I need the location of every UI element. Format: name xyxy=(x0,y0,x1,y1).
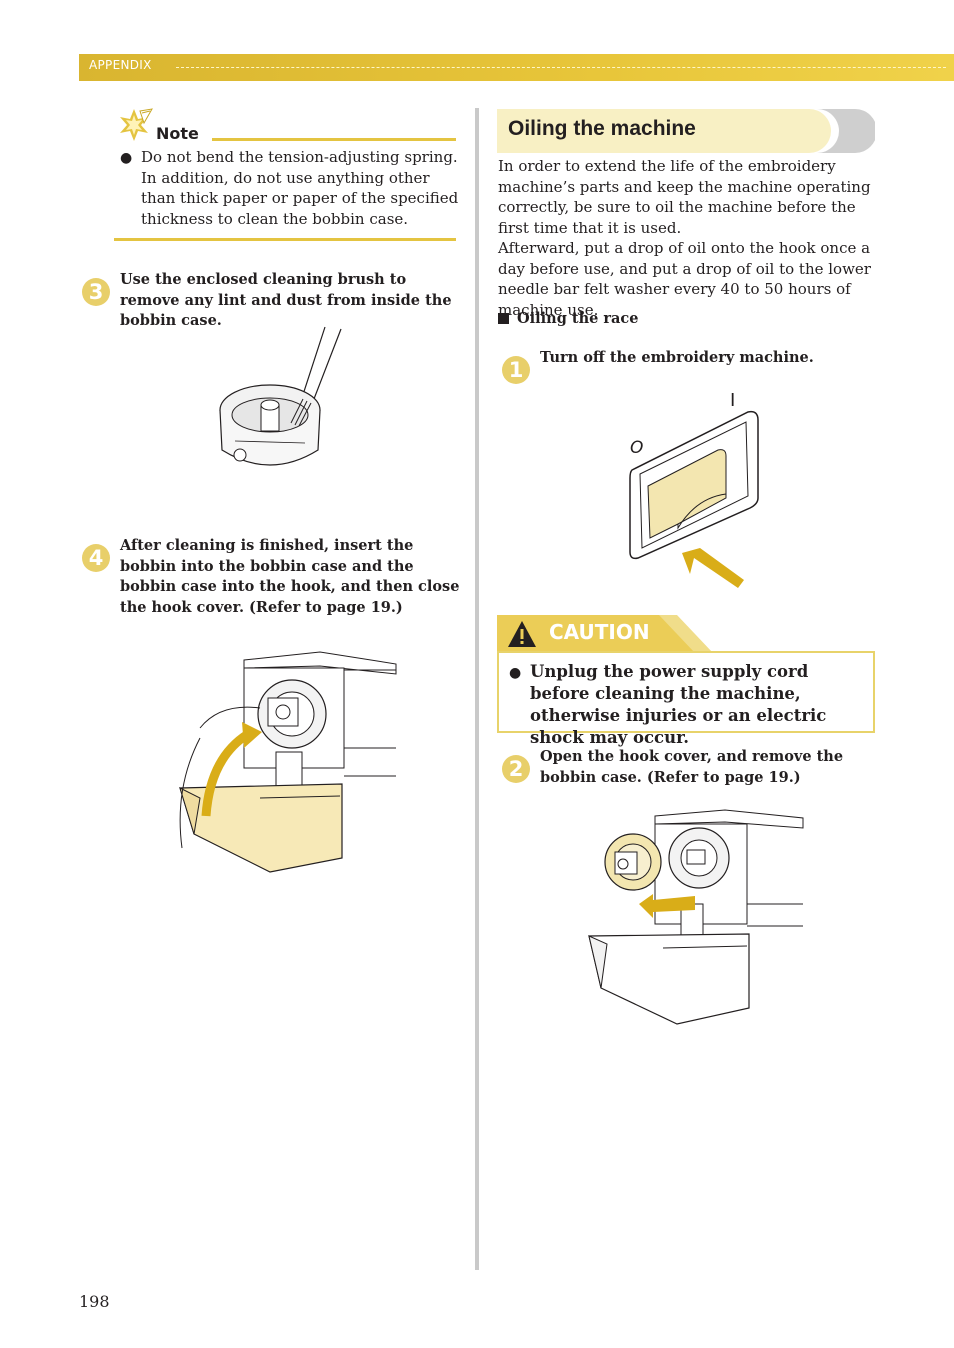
switch-off-label: O xyxy=(630,438,644,458)
subheading-oiling-race: Oiling the race xyxy=(498,310,639,327)
note-rule-top xyxy=(212,138,456,141)
note-sparkle-icon xyxy=(120,108,153,141)
caution-title: CAUTION xyxy=(549,620,650,644)
section-label: APPENDIX xyxy=(89,58,152,72)
column-divider xyxy=(475,108,479,1270)
step-3-text: Use the enclosed cleaning brush to remov… xyxy=(120,271,452,329)
subheading-text: Oiling the race xyxy=(517,310,639,327)
caution-tab-background xyxy=(497,615,713,653)
bobbin-case-cleaning-illustration xyxy=(219,326,342,466)
insert-bobbin-case-illustration xyxy=(179,651,397,873)
intro-paragraph-1: In order to extend the life of the embro… xyxy=(498,157,871,237)
step-2-badge: 2 xyxy=(502,755,530,783)
square-bullet-icon xyxy=(498,313,509,324)
page-number: 198 xyxy=(79,1292,110,1311)
step-4-badge: 4 xyxy=(82,544,110,572)
switch-on-label: I xyxy=(730,390,736,411)
note-title: Note xyxy=(156,124,199,143)
step-1-badge: 1 xyxy=(502,356,530,384)
section-title: Oiling the machine xyxy=(508,117,696,140)
section-heading-background xyxy=(497,109,875,153)
header-divider xyxy=(176,67,946,68)
caution-text: Unplug the power supply cord before clea… xyxy=(530,662,827,747)
warning-triangle-icon xyxy=(508,621,536,647)
note-bullet: ● xyxy=(120,150,133,166)
note-rule-bottom xyxy=(114,238,456,241)
step-4-text: After cleaning is finished, insert the b… xyxy=(120,537,460,616)
caution-bullet: ● xyxy=(509,665,522,681)
step-3-badge: 3 xyxy=(82,278,110,306)
note-text: Do not bend the tension-adjusting spring… xyxy=(141,148,459,228)
power-switch-illustration xyxy=(629,410,759,588)
caution-box xyxy=(497,651,875,733)
step-2-text: Open the hook cover, and remove the bobb… xyxy=(540,748,844,786)
step-1-text: Turn off the embroidery machine. xyxy=(540,349,814,366)
intro-paragraph-2: Afterward, put a drop of oil onto the ho… xyxy=(498,239,871,319)
remove-bobbin-case-illustration xyxy=(588,809,804,1025)
